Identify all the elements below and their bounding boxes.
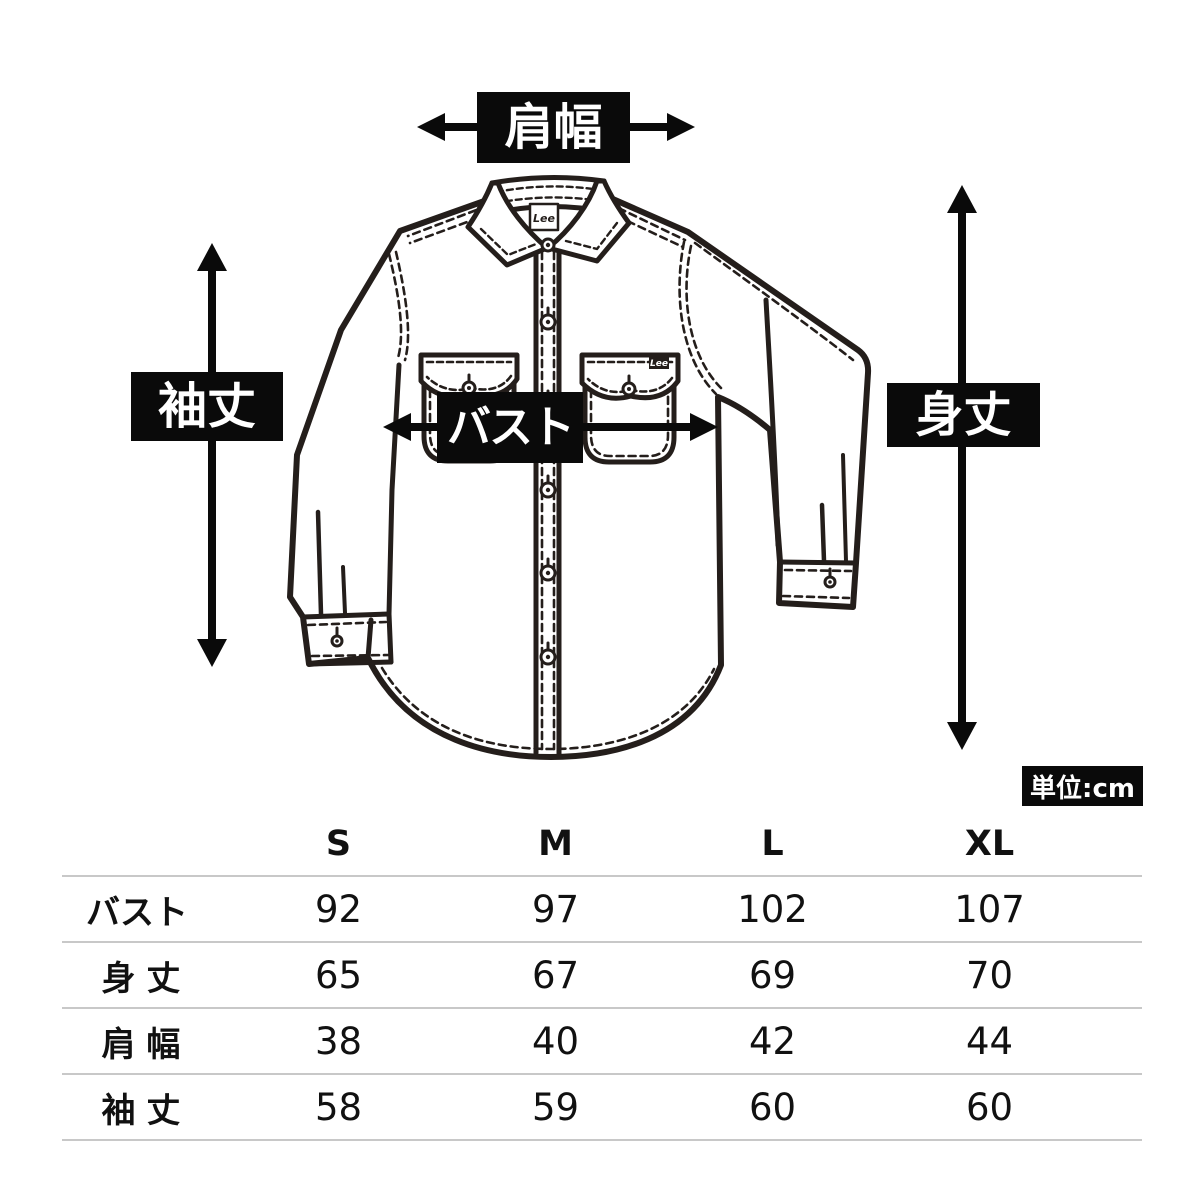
cell-sleeve-xl: 60 bbox=[965, 1085, 1014, 1129]
pad-cell bbox=[1098, 1074, 1142, 1140]
col-header-l: L bbox=[761, 824, 784, 864]
collar-brand-tag-text: Lee bbox=[533, 212, 555, 225]
cell-sleeve-s: 58 bbox=[314, 1085, 363, 1129]
row-label-body-length: 身丈 bbox=[101, 958, 192, 999]
cell-sleeve-l: 60 bbox=[748, 1085, 797, 1129]
cell-bodylen-s: 65 bbox=[314, 953, 363, 997]
sleeve-length-label: 袖丈 bbox=[131, 372, 283, 441]
pad-cell bbox=[1098, 876, 1142, 942]
cell-bust-l: 102 bbox=[737, 887, 808, 931]
cell-bust-xl: 107 bbox=[954, 887, 1025, 931]
table-row-bust: バスト 92 97 102 107 bbox=[62, 876, 1142, 942]
table-row-sleeve-length: 袖丈 58 59 60 60 bbox=[62, 1074, 1142, 1140]
cell-shoulder-s: 38 bbox=[314, 1019, 363, 1063]
row-label-sleeve-length: 袖丈 bbox=[101, 1090, 192, 1131]
stitching-lines bbox=[306, 201, 855, 751]
pocket-brand-tag: Lee bbox=[649, 355, 669, 369]
sleeve-length-arrow bbox=[197, 243, 227, 667]
collar-brand-tag: Lee bbox=[528, 202, 560, 232]
cell-bodylen-m: 67 bbox=[531, 953, 580, 997]
table-row-shoulder-width: 肩幅 38 40 42 44 bbox=[62, 1008, 1142, 1074]
pocket-brand-tag-text: Lee bbox=[650, 359, 668, 369]
shoulder-width-label: 肩幅 bbox=[477, 92, 630, 163]
cell-shoulder-xl: 44 bbox=[965, 1019, 1014, 1063]
collar: Lee bbox=[465, 174, 632, 268]
corner-cell bbox=[62, 813, 230, 876]
pad-cell bbox=[1098, 942, 1142, 1008]
front-placket bbox=[533, 243, 562, 757]
cell-bust-m: 97 bbox=[531, 887, 580, 931]
cell-shoulder-m: 40 bbox=[531, 1019, 580, 1063]
bust-label: バスト bbox=[437, 392, 583, 463]
right-chest-pocket: Lee bbox=[579, 352, 681, 465]
body-length-label: 身丈 bbox=[887, 383, 1040, 447]
row-label-shoulder-width: 肩幅 bbox=[101, 1024, 192, 1065]
unit-badge: 単位:cm bbox=[1022, 766, 1143, 806]
size-table-header-row: S M L XL bbox=[62, 813, 1142, 876]
cell-sleeve-m: 59 bbox=[531, 1085, 580, 1129]
shirt-internal-lines bbox=[300, 297, 859, 667]
cell-bodylen-xl: 70 bbox=[965, 953, 1014, 997]
body-length-arrow bbox=[947, 185, 977, 750]
cell-shoulder-l: 42 bbox=[748, 1019, 797, 1063]
col-header-m: M bbox=[538, 824, 573, 864]
shirt-drawing: Lee Lee bbox=[287, 174, 872, 760]
cell-bodylen-l: 69 bbox=[748, 953, 797, 997]
pad-cell bbox=[1098, 813, 1142, 876]
shirt-silhouette bbox=[287, 189, 872, 760]
col-header-s: S bbox=[325, 824, 352, 864]
row-label-bust: バスト bbox=[86, 892, 188, 933]
cell-bust-s: 92 bbox=[314, 887, 363, 931]
size-table: S M L XL バスト 92 97 102 107 身丈 bbox=[62, 813, 1142, 1141]
col-header-xl: XL bbox=[964, 824, 1015, 864]
table-row-body-length: 身丈 65 67 69 70 bbox=[62, 942, 1142, 1008]
pad-cell bbox=[1098, 1008, 1142, 1074]
